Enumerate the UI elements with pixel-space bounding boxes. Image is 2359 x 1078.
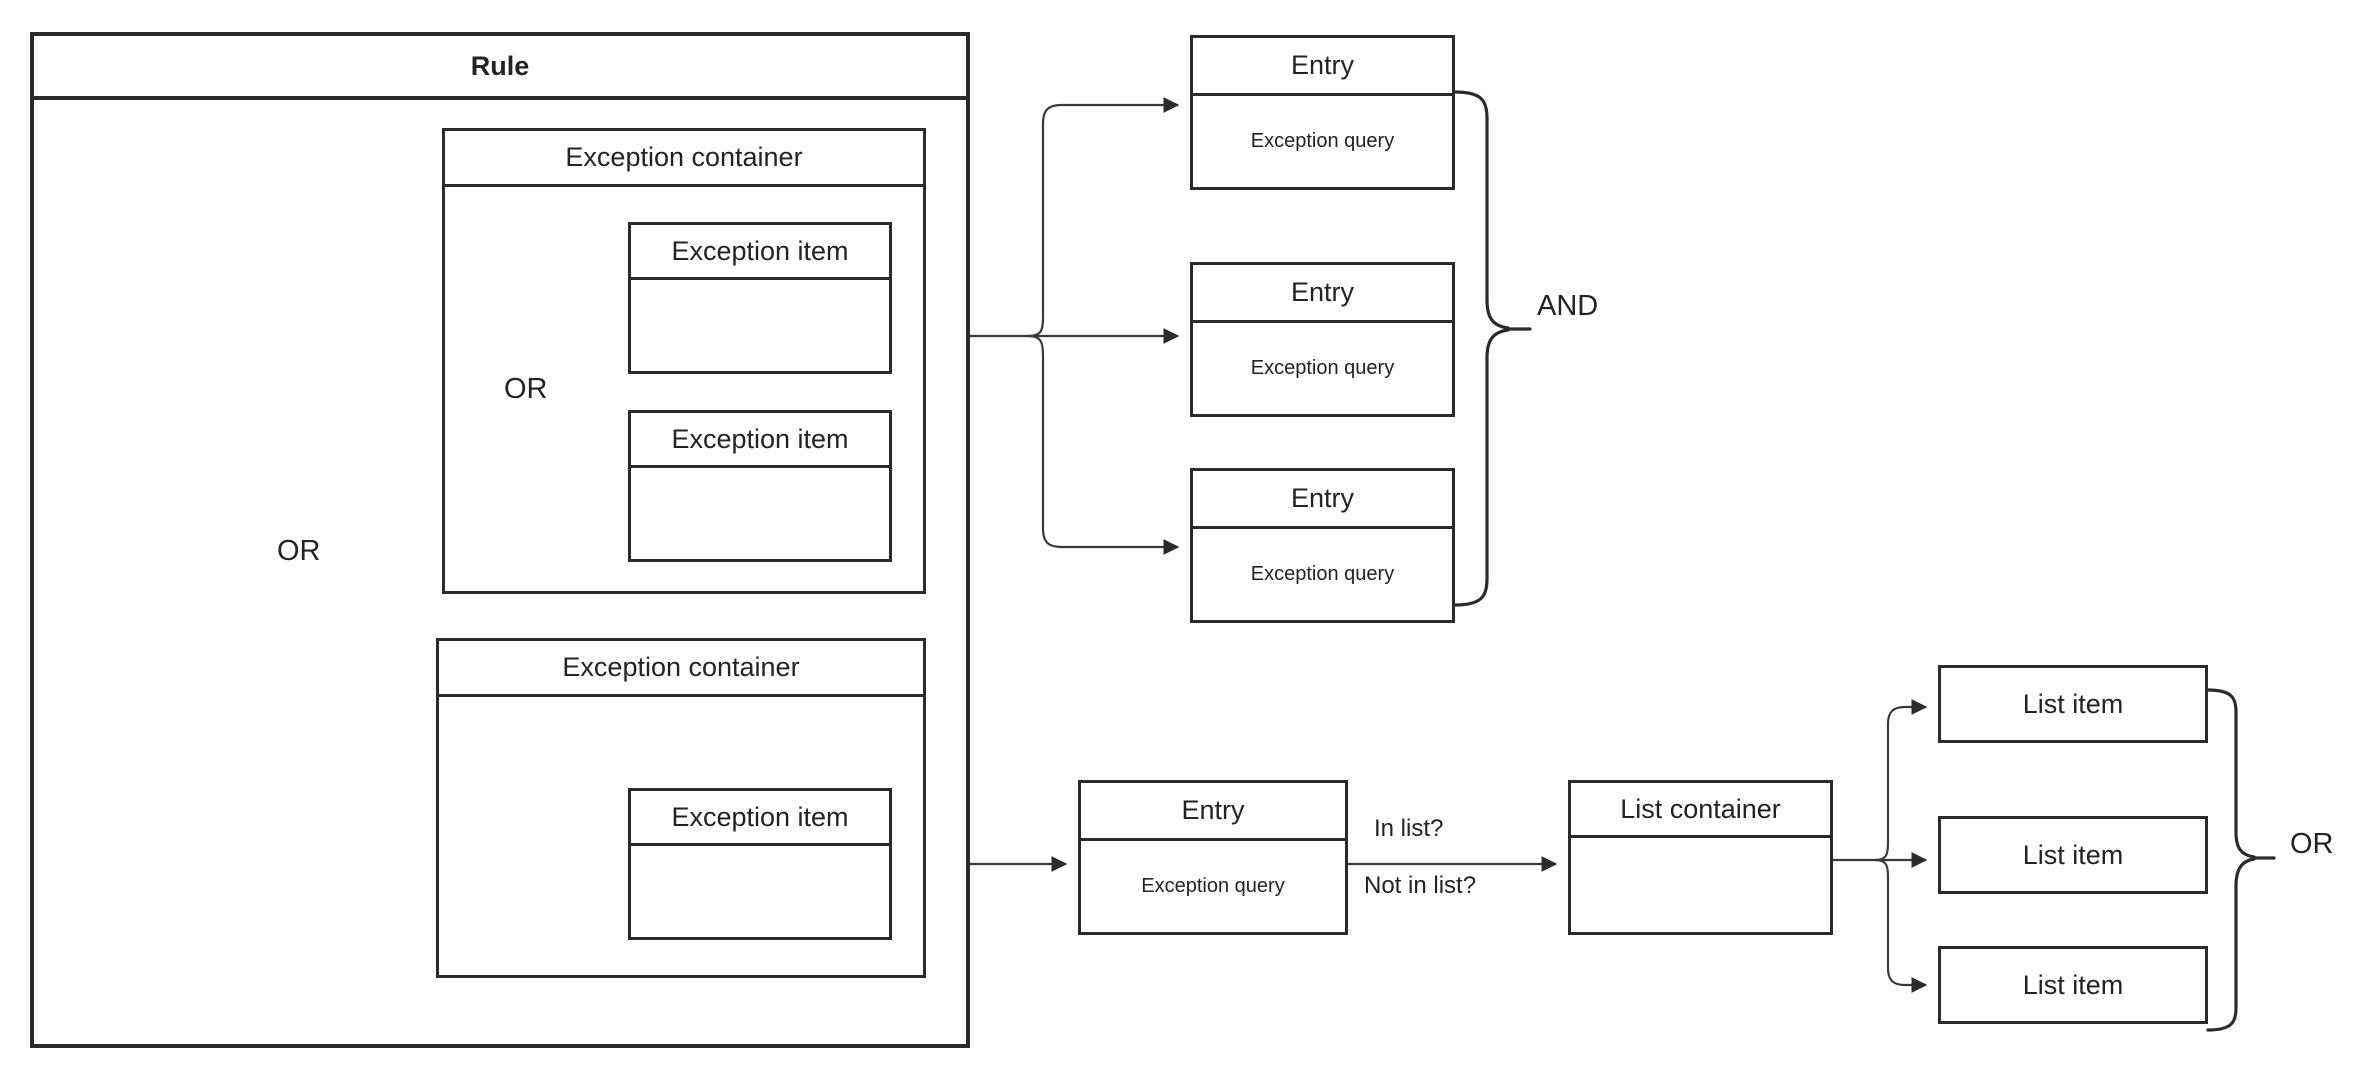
rule-title: Rule xyxy=(34,36,966,100)
entry-3-title: Entry xyxy=(1193,471,1452,529)
entry-2-title: Entry xyxy=(1193,265,1452,323)
list-item-2-label: List item xyxy=(2022,839,2124,870)
exception-item-3-body xyxy=(631,846,889,937)
exception-item-2[interactable]: Exception item xyxy=(628,410,892,562)
exception-item-3[interactable]: Exception item xyxy=(628,788,892,940)
exception-item-2-title: Exception item xyxy=(631,413,889,468)
entry-4-title: Entry xyxy=(1081,783,1345,841)
list-item-3-label: List item xyxy=(2022,969,2124,1000)
exception-item-1[interactable]: Exception item xyxy=(628,222,892,374)
exception-item-1-body xyxy=(631,280,889,371)
list-item-1-label: List item xyxy=(2022,688,2124,719)
list-container-title: List container xyxy=(1571,783,1830,838)
entry-4-query: Exception query xyxy=(1141,875,1285,897)
exception-item-2-body xyxy=(631,468,889,559)
entry-1-title: Entry xyxy=(1193,38,1452,96)
edge-label-not-in-list: Not in list? xyxy=(1364,872,1477,899)
list-item-3[interactable]: List item xyxy=(1938,946,2208,1024)
brace-or-listitems xyxy=(2206,688,2276,1032)
exception-container-2-title: Exception container xyxy=(439,641,923,697)
brace-label-or-outer: OR xyxy=(277,535,321,567)
brace-label-or-list: OR xyxy=(2290,828,2334,860)
brace-label-and: AND xyxy=(1537,290,1599,322)
exception-container-1-title: Exception container xyxy=(445,131,923,187)
exception-item-3-title: Exception item xyxy=(631,791,889,846)
edge-label-in-list: In list? xyxy=(1374,815,1444,842)
entry-1-query: Exception query xyxy=(1250,130,1395,152)
entry-2-query: Exception query xyxy=(1250,357,1395,379)
list-item-1[interactable]: List item xyxy=(1938,665,2208,743)
entry-4[interactable]: Entry Exception query xyxy=(1078,780,1348,935)
list-container[interactable]: List container xyxy=(1568,780,1833,935)
list-container-body xyxy=(1571,838,1830,932)
brace-and-entries xyxy=(1453,90,1532,607)
brace-label-or-inner: OR xyxy=(504,373,548,405)
entry-2[interactable]: Entry Exception query xyxy=(1190,262,1455,417)
exception-item-1-title: Exception item xyxy=(631,225,889,280)
entry-3-query: Exception query xyxy=(1250,563,1395,585)
entry-3[interactable]: Entry Exception query xyxy=(1190,468,1455,623)
connector-listcontainer-to-items xyxy=(1833,699,1928,993)
entry-1[interactable]: Entry Exception query xyxy=(1190,35,1455,190)
list-item-2[interactable]: List item xyxy=(1938,816,2208,894)
